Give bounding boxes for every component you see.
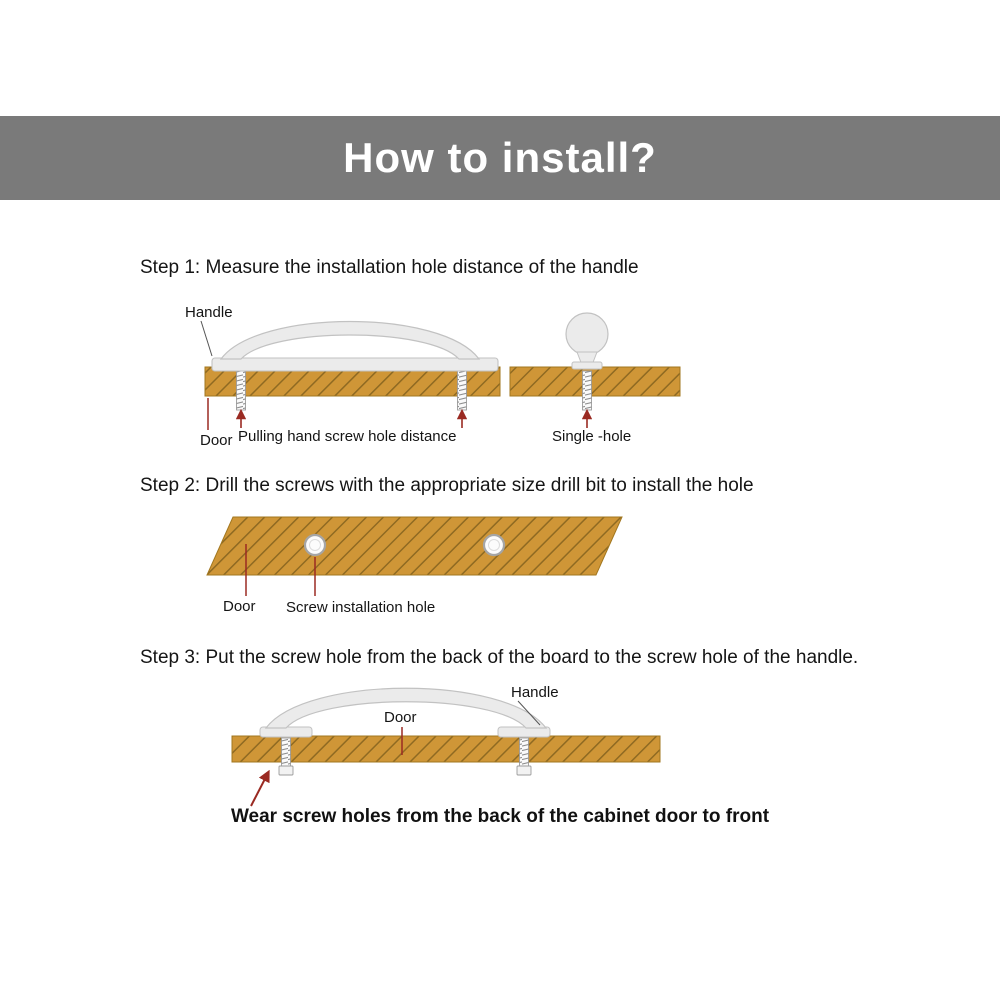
screw-hole-label: Screw installation hole — [286, 599, 435, 616]
handle-pointer-line — [200, 320, 213, 357]
header-banner: How to install? — [0, 116, 1000, 200]
handle-side-view — [211, 320, 499, 372]
step3-handle-pointer-line — [517, 700, 541, 726]
page-title: How to install? — [343, 134, 657, 181]
knob-side-view — [565, 312, 609, 370]
single-hole-label: Single -hole — [552, 428, 631, 445]
mounted-handle — [259, 687, 551, 738]
back-screw-right — [516, 737, 532, 776]
screw-hole-left — [303, 533, 327, 557]
single-hole-board-section — [509, 366, 681, 397]
step3-title: Step 3: Put the screw hole from the back… — [140, 647, 859, 668]
handle-screw-left — [236, 370, 246, 411]
handle-screw-right — [457, 370, 467, 411]
step1-title: Step 1: Measure the installation hole di… — [140, 257, 639, 278]
step2-title: Step 2: Drill the screws with the approp… — [140, 475, 754, 496]
step2-door-label: Door — [223, 598, 256, 615]
step3-door-label: Door — [384, 709, 417, 726]
cabinet-door-board — [231, 735, 661, 763]
back-screw-left — [278, 737, 294, 776]
hole-distance-label: Pulling hand screw hole distance — [238, 428, 456, 445]
step2-diagram: Door Screw installation hole — [206, 516, 623, 616]
screw-hole-right — [482, 533, 506, 557]
step3-handle-label: Handle — [511, 684, 559, 701]
step1-handle-label: Handle — [185, 304, 233, 321]
step1-door-label: Door — [200, 432, 233, 449]
step3-diagram: Handle Door — [231, 684, 661, 807]
step3-caption: Wear screw holes from the back of the ca… — [230, 806, 770, 827]
door-board-section — [204, 366, 501, 397]
door-board — [206, 516, 623, 576]
insert-direction-arrow — [250, 769, 270, 807]
step1-diagram: Handle Door Pulling hand screw hole dist… — [185, 304, 681, 449]
knob-screw — [582, 370, 592, 411]
